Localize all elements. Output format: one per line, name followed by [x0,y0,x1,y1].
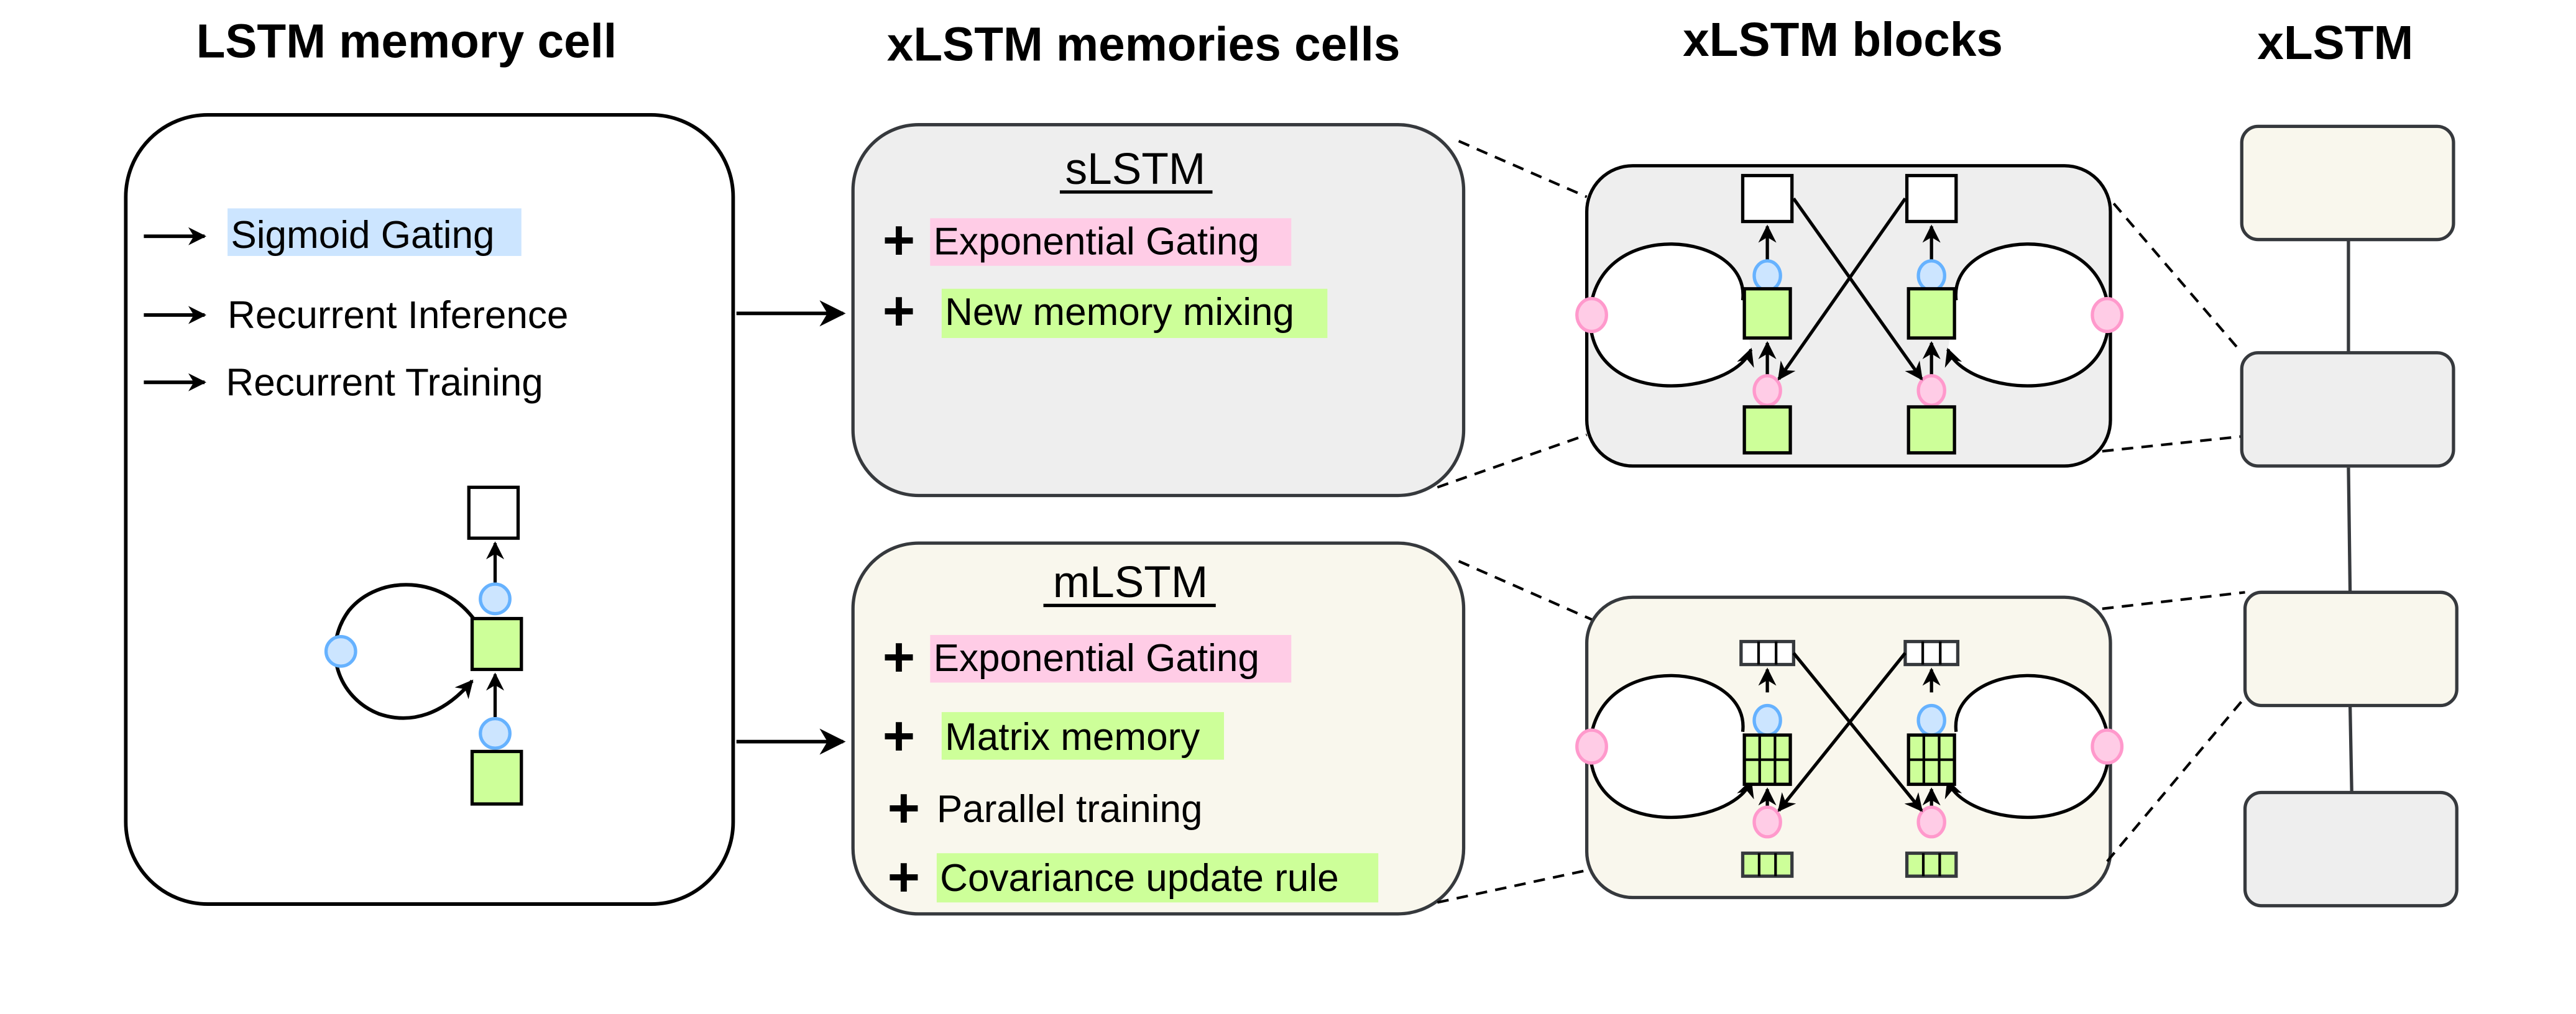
cell-state-node [470,616,523,672]
plus-icon: + [888,846,920,908]
feature-label: Recurrent Training [226,361,543,404]
mlstm-cell-box: mLSTM + Exponential Gating + Matrix memo… [851,541,1466,916]
slstm-cell-box: sLSTM + Exponential Gating + New memory … [851,123,1466,498]
zoom-line [2106,696,2247,862]
slstm-feature-new-memory-mixing: + New memory mixing [883,280,1328,342]
gate-blue-output [1752,703,1782,737]
gate-blue-output [479,582,512,616]
gate-blue-output [1916,259,1946,293]
lstm-cell-panel: Sigmoid Gating Recurrent Inference Recur… [124,112,735,906]
lstm-feature-sigmoid-gating: Sigmoid Gating [144,208,522,257]
input-node [1907,405,1956,455]
feature-label: Exponential Gating [934,637,1259,680]
gate-blue-input [479,717,512,750]
plus-icon: + [883,705,915,767]
slstm-feature-exponential-gating: + Exponential Gating [883,209,1292,272]
gate-blue-output [1916,703,1946,737]
recurrent-loop-arrow [1944,674,2111,820]
mlstm-title: mLSTM [1053,557,1208,607]
zoom-line [1458,140,1588,198]
stack-block-mlstm [2243,590,2459,708]
heading-xlstm-blocks: xLSTM blocks [1683,14,2003,66]
lstm-feature-recurrent-inference: Recurrent Inference [144,294,568,337]
highlight-green [941,288,1328,338]
gate-pink-input [1916,374,1946,407]
feature-label: Recurrent Inference [228,294,568,337]
input-vector-node [1741,851,1794,878]
mlstm-feature-covariance-update-rule: + Covariance update rule [888,846,1379,908]
zoom-line [2102,435,2242,453]
xlstm-stack [2240,124,2459,908]
plus-icon: + [883,280,915,342]
stack-block-slstm [2240,351,2455,468]
plus-icon: + [883,209,915,272]
gate-pink-loop [1575,728,1608,765]
feature-label: New memory mixing [945,291,1294,334]
highlight-pink [930,218,1292,266]
gate-pink-input [1752,374,1782,407]
cell-state-node [1742,287,1792,340]
gate-blue-output [1752,259,1782,293]
output-node [1905,173,1958,224]
output-vector-node [1739,639,1795,667]
gate-pink-input [1752,805,1782,839]
mlstm-feature-exponential-gating: + Exponential Gating [883,626,1292,688]
gate-pink-loop [2091,728,2124,765]
cell-state-node [1907,287,1956,340]
recurrent-loop-arrow [1588,242,1754,388]
input-vector-node [1905,851,1958,878]
output-node [1741,173,1794,224]
stack-connector [2347,467,2352,593]
cross-connection-arrow [1777,652,1907,812]
mlstm-feature-matrix-memory: + Matrix memory [883,705,1225,767]
cross-connection-arrow [1792,198,1923,381]
cross-connection-arrow [1792,652,1923,812]
highlight-pink [930,634,1292,683]
lstm-cell-graph [324,485,523,806]
zoom-line [1437,433,1588,489]
gate-pink-loop [2091,296,2124,334]
heading-xlstm: xLSTM [2257,17,2413,70]
feature-label: Parallel training [937,788,1203,831]
feature-label: Exponential Gating [934,220,1259,263]
mlstm-feature-parallel-training: + Parallel training [888,777,1203,839]
gate-pink-loop [1575,296,1608,334]
zoom-line [1437,868,1591,904]
input-node [470,749,523,806]
output-vector-node [1903,639,1960,667]
highlight-blue [228,208,522,256]
feature-label: Matrix memory [945,716,1200,759]
output-node [467,485,520,540]
recurrent-loop-arrow [1944,242,2111,388]
stack-block-mlstm [2240,124,2455,242]
plus-icon: + [888,777,920,839]
zoom-line [1458,560,1594,622]
heading-lstm-memory-cell: LSTM memory cell [196,15,617,68]
stack-connector [2348,705,2353,793]
stack-block-slstm [2243,790,2459,908]
cross-connection-arrow [1777,198,1907,381]
zoom-line [2102,591,2245,610]
heading-xlstm-memory-cells: xLSTM memories cells [887,19,1401,71]
lstm-feature-recurrent-training: Recurrent Training [144,361,543,404]
feature-label: Covariance update rule [940,857,1339,900]
highlight-green [941,712,1225,760]
slstm-title: sLSTM [1065,144,1206,194]
input-node [1742,405,1792,455]
gate-blue-loop [324,634,357,668]
zoom-line [2112,203,2243,354]
slstm-block [1575,164,2124,468]
mlstm-block [1575,595,2124,900]
plus-icon: + [883,626,915,688]
recurrent-loop-arrow [1588,674,1754,820]
highlight-green [936,853,1379,903]
gate-pink-input [1916,805,1946,839]
feature-label: Sigmoid Gating [231,214,494,257]
